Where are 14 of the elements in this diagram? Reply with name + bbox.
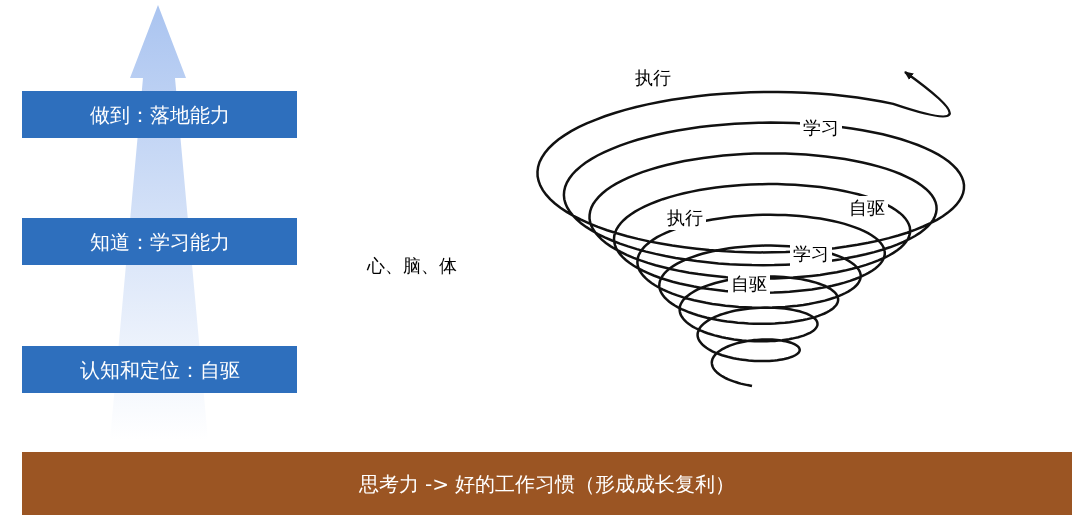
spiral-label: 执行 bbox=[664, 206, 706, 230]
label-bar bbox=[22, 346, 297, 393]
label-bar bbox=[22, 218, 297, 265]
bar-text: 认知和定位：自驱 bbox=[79, 356, 240, 384]
spiral-label: 心、脑、体 bbox=[364, 254, 460, 278]
spiral-label: 学习 bbox=[790, 242, 832, 266]
spiral-label: 自驱 bbox=[728, 272, 770, 296]
bar-text: 思考力 -> 好的工作习惯（形成成长复利） bbox=[358, 470, 736, 498]
spiral-label: 执行 bbox=[632, 66, 674, 90]
bar-text: 知道：学习能力 bbox=[89, 228, 230, 256]
bar-text: 做到：落地能力 bbox=[89, 101, 230, 129]
label-bar bbox=[22, 91, 297, 138]
spiral-label: 学习 bbox=[800, 116, 842, 140]
label-bar bbox=[22, 452, 1072, 515]
